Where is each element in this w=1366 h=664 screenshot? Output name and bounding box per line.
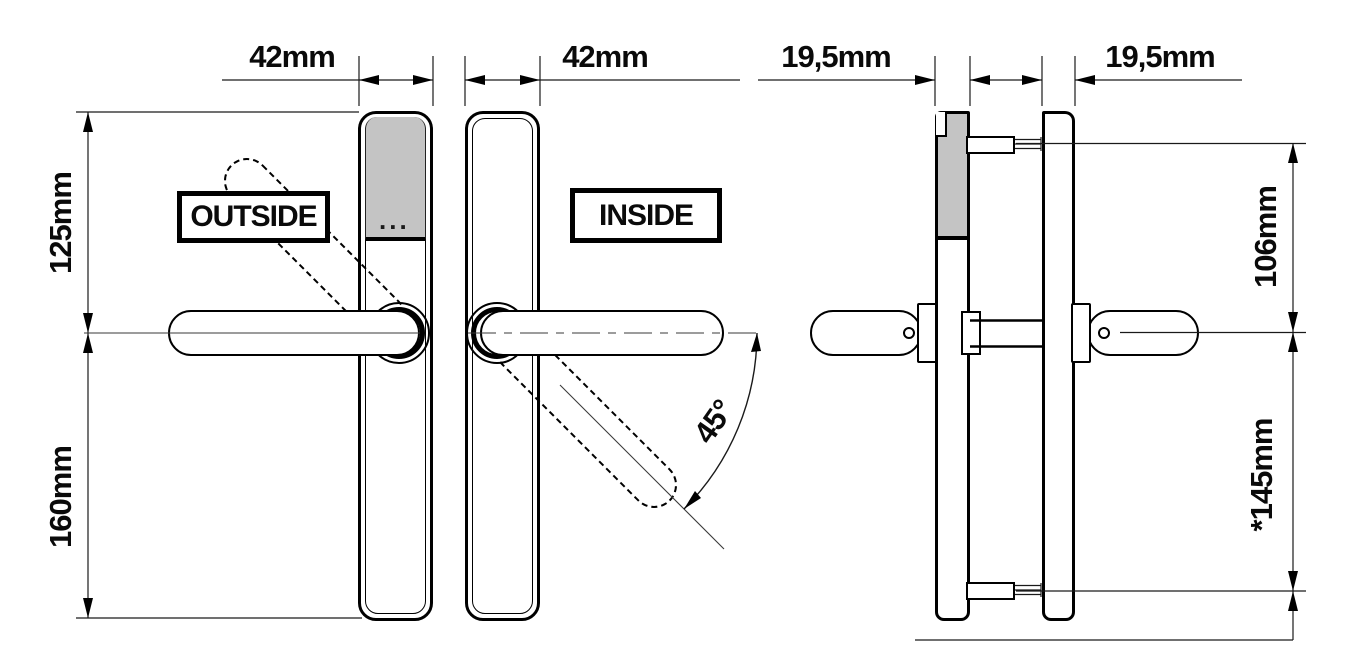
side-inside-set-screw bbox=[1098, 327, 1110, 339]
bottom-fixing-post bbox=[966, 582, 1015, 600]
side-inside-plate bbox=[1042, 111, 1075, 621]
side-outside-lever-collar bbox=[917, 303, 937, 363]
inside-lever bbox=[480, 310, 724, 356]
inside-view-label-text: INSIDE bbox=[598, 198, 694, 232]
inside-plate bbox=[465, 111, 540, 621]
module-led-dots: ... bbox=[379, 205, 410, 235]
side-module-notch bbox=[936, 112, 947, 137]
outside-electronics-module bbox=[365, 117, 426, 241]
side-inside-lever-collar bbox=[1071, 303, 1091, 363]
spindle-adapter bbox=[961, 311, 981, 355]
dimension-outside-thickness: 19,5mm bbox=[781, 39, 891, 74]
inside-plate-inner-outline bbox=[472, 118, 533, 614]
dimension-screw-spacing-top: 106mm bbox=[1248, 186, 1283, 288]
dimension-outside-width: 42mm bbox=[249, 39, 336, 74]
inside-view-label: INSIDE bbox=[570, 188, 722, 243]
side-outside-set-screw bbox=[903, 327, 915, 339]
outside-lever bbox=[168, 310, 420, 356]
dimension-screw-spacing-bottom: *145mm bbox=[1244, 418, 1279, 532]
dimension-inside-width: 42mm bbox=[562, 39, 649, 74]
outside-view-label-text: OUTSIDE bbox=[190, 200, 317, 233]
dimension-upper-height: 125mm bbox=[43, 172, 78, 274]
post-threads bbox=[1015, 137, 1042, 597]
dimension-handle-angle: 45° bbox=[686, 393, 741, 450]
dimension-lower-height: 160mm bbox=[43, 446, 78, 548]
dimension-inside-thickness: 19,5mm bbox=[1105, 39, 1215, 74]
top-fixing-post bbox=[966, 136, 1015, 154]
outside-view-label: OUTSIDE bbox=[177, 191, 330, 243]
